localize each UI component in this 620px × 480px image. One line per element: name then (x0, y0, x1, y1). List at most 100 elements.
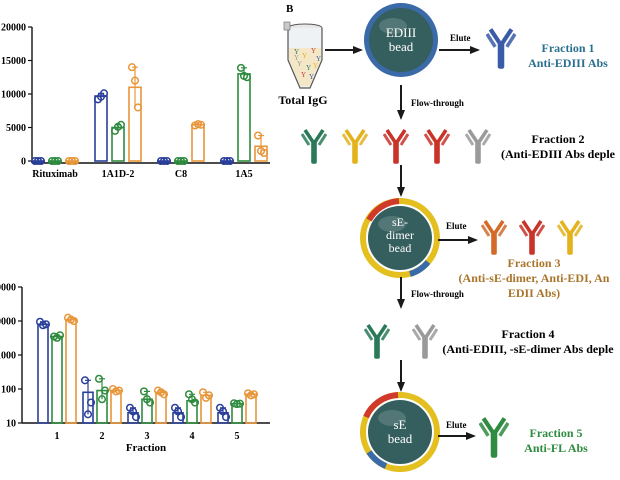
data-point (113, 122, 123, 131)
data-point (66, 315, 76, 324)
data-point (142, 395, 152, 404)
data-point (193, 120, 203, 129)
se-bead (360, 392, 440, 472)
x-tick-label: Rituximab (32, 169, 78, 180)
y-tick-label: 0 (21, 157, 26, 168)
antibody-icon-fraction1 (487, 29, 515, 66)
bar (94, 95, 108, 162)
x-tick-label: 4 (190, 431, 195, 442)
data-point (225, 156, 235, 166)
label-line: EDIII (386, 25, 416, 40)
chart-bottom-y-ticks: 10100100010000100000 (0, 283, 22, 430)
data-point (179, 156, 189, 166)
fraction2-label: Fraction 2(Anti-EDIII Abs deple (501, 132, 616, 161)
label-line: Fraction 5 (530, 426, 583, 440)
data-point (218, 407, 228, 416)
label-line: bead (388, 431, 413, 446)
data-point (256, 146, 266, 155)
data-point (173, 407, 183, 416)
total-igg-label: Total IgG (278, 93, 327, 107)
antibody-icon (465, 128, 491, 164)
antibody-icon (364, 323, 390, 359)
label-line: sE- (392, 215, 408, 229)
chart-bottom-x-axis-label: Fraction (126, 442, 166, 454)
antibody-icon (301, 128, 327, 164)
antibody-icon-fraction5 (480, 418, 508, 455)
tube-antibody-dot: Y (294, 48, 299, 56)
label-line: Anti-FL Abs (524, 441, 588, 455)
chart-top-marks (30, 63, 269, 166)
fraction4-label: Fraction 4(Anti-EDIII, -sE-dimer Abs dep… (442, 327, 614, 356)
elute-label-2: Elute (446, 221, 467, 231)
data-point (246, 391, 256, 400)
label-line: bead (389, 39, 414, 54)
data-point (96, 92, 106, 101)
antibody-icon (519, 219, 545, 255)
data-point (130, 76, 140, 85)
data-point (80, 376, 90, 385)
data-point (253, 131, 263, 140)
y-tick-label: 10 (6, 419, 16, 430)
data-point (52, 333, 62, 342)
label-line: (Anti-sE-dimer, Anti-EDI, An (459, 271, 610, 285)
data-point (53, 156, 63, 166)
data-point (232, 400, 242, 409)
y-tick-label: 5000 (6, 123, 26, 134)
data-point (239, 71, 249, 80)
y-tick-label: 10000 (1, 90, 26, 101)
data-point (86, 398, 96, 407)
data-point (70, 156, 80, 166)
tube-antibody-dot: Y (313, 62, 318, 70)
flow-through-label-1: Flow-through (411, 98, 464, 108)
bar (237, 73, 251, 162)
elute-label-3: Elute (446, 420, 467, 430)
data-point (133, 103, 143, 112)
bar (37, 323, 49, 424)
tube-antibody-dot: Y (301, 71, 306, 79)
tube-antibody-dot: Y (311, 47, 316, 55)
data-point (36, 156, 46, 166)
tube-antibody-dot: Y (294, 54, 299, 62)
data-point (236, 63, 246, 72)
data-point (139, 387, 149, 396)
data-point (159, 156, 169, 166)
data-point (156, 388, 166, 397)
antibody-icon (383, 128, 409, 164)
x-tick-label: 5 (235, 431, 240, 442)
antibody-icon (412, 323, 438, 359)
panel-label: B (286, 3, 294, 15)
label-line: Fraction 3 (508, 256, 561, 270)
x-tick-label: 1A5 (235, 169, 252, 180)
antibody-row-fraction2 (301, 128, 491, 164)
y-tick-label: 20000 (1, 23, 26, 34)
y-tick-label: 10000 (0, 317, 16, 328)
label-line: Fraction 4 (502, 327, 555, 341)
data-point (222, 156, 232, 166)
antibody-icon (424, 128, 450, 164)
data-point (67, 156, 77, 166)
tube-antibody-dot: Y (306, 64, 311, 72)
data-point (127, 63, 137, 72)
label-line: sE (394, 417, 407, 432)
antibody-row-fraction4 (364, 323, 438, 359)
data-point (33, 156, 43, 166)
label-line: (Anti-EDIII Abs deple (501, 147, 616, 161)
x-tick-label: 1A1D-2 (102, 169, 135, 180)
chart-bottom-marks (35, 313, 259, 424)
elute-label-1: Elute (450, 33, 471, 43)
data-point (235, 399, 245, 408)
antibody-row-fraction3 (481, 219, 583, 255)
data-point (111, 387, 121, 396)
x-tick-label: 3 (145, 431, 150, 442)
